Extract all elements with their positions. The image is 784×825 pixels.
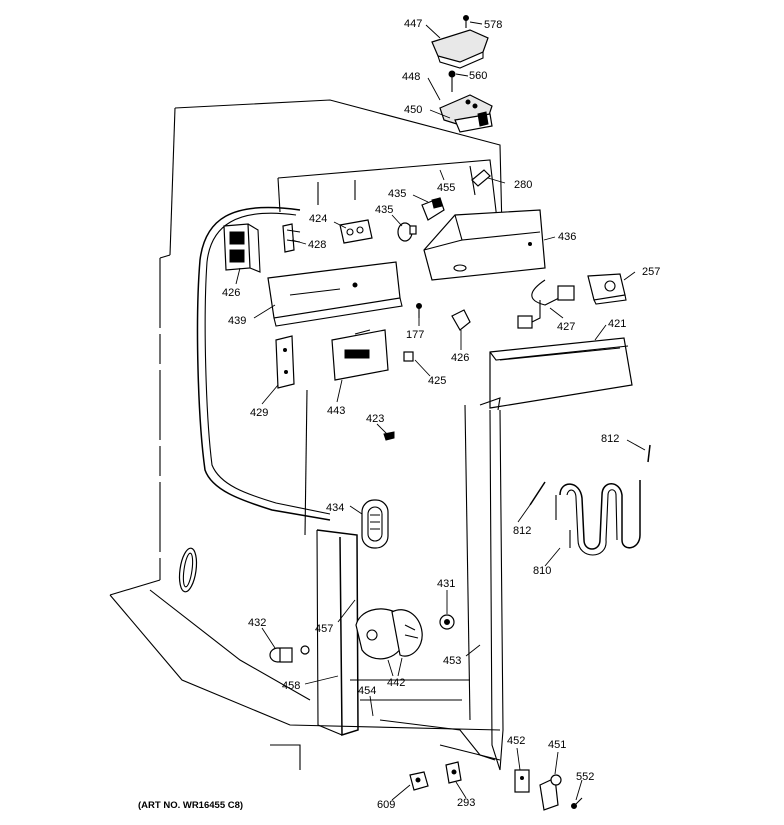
callout-434: 434 [326, 502, 344, 514]
part-435-light-socket [421, 197, 445, 221]
part-429-clamp [275, 335, 295, 389]
callout-458: 458 [282, 680, 300, 692]
callout-426-housing: 426 [222, 287, 240, 299]
callout-436: 436 [558, 231, 576, 243]
part-434-drain-grille [361, 499, 389, 549]
part-423-clip [383, 431, 395, 441]
callout-435-socket: 435 [388, 188, 406, 200]
callout-427: 427 [557, 321, 575, 333]
callout-431: 431 [437, 578, 455, 590]
part-450-hinge [454, 111, 493, 133]
part-810-defrost-heater [555, 480, 641, 556]
callout-552: 552 [576, 771, 594, 783]
part-812-clip-right [647, 444, 651, 463]
callout-428-clip: 428 [308, 239, 326, 251]
part-609-roller [409, 771, 429, 791]
callout-labels: 447 578 448 560 450 455 280 435 435 424 … [222, 18, 660, 811]
part-452-bracket [514, 769, 530, 793]
callout-453: 453 [443, 655, 461, 667]
part-435-light-bulb [397, 222, 417, 242]
part-442-damper-assembly [355, 608, 423, 660]
part-451-hinge-bracket [539, 774, 562, 811]
callout-257: 257 [642, 266, 660, 278]
part-424-thermostat [339, 219, 373, 244]
callout-448: 448 [402, 71, 420, 83]
callout-812-left: 812 [513, 525, 531, 537]
cabinet-liner-outline [109, 99, 504, 771]
part-560-screw [448, 70, 456, 92]
part-443-bracket [331, 329, 389, 381]
callout-293: 293 [457, 797, 475, 809]
callout-452: 452 [507, 735, 525, 747]
callout-450: 450 [404, 104, 422, 116]
callout-280: 280 [514, 179, 532, 191]
callout-454: 454 [358, 685, 376, 697]
callout-421: 421 [608, 318, 626, 330]
part-436-control-housing [423, 209, 546, 281]
part-439-mounting-bracket [267, 261, 403, 327]
callout-177: 177 [406, 329, 424, 341]
callout-442: 442 [387, 677, 405, 689]
part-552-screw [571, 797, 583, 809]
part-428-clip [282, 223, 301, 253]
callout-810: 810 [533, 565, 551, 577]
callout-457: 457 [315, 623, 333, 635]
callout-560: 560 [469, 70, 487, 82]
part-257-defrost-timer [587, 273, 627, 305]
part-578-screw [463, 15, 469, 28]
callout-426-mount: 426 [451, 352, 469, 364]
art-number: (ART NO. WR16455 C8) [138, 800, 243, 811]
part-425-clip [403, 351, 414, 362]
part-280-pin [471, 169, 491, 187]
callout-424: 424 [309, 213, 327, 225]
callout-447: 447 [404, 18, 422, 30]
callout-455: 455 [437, 182, 455, 194]
part-426-receptacle-housing [223, 223, 261, 273]
part-421-cover-panel [479, 337, 633, 411]
part-177-screw [416, 303, 422, 318]
part-293-roller [445, 761, 462, 784]
part-432-plug [269, 645, 310, 663]
callout-443: 443 [327, 405, 345, 417]
callout-429: 429 [250, 407, 268, 419]
part-447-cover [431, 29, 489, 69]
part-812-clip-left [529, 481, 546, 506]
callout-435-bulb: 435 [375, 204, 393, 216]
callout-812-right: 812 [601, 433, 619, 445]
callout-432: 432 [248, 617, 266, 629]
leader-lines [235, 21, 646, 801]
part-427-wire-harness [517, 279, 575, 329]
part-426-mount [451, 309, 471, 331]
callout-439: 439 [228, 315, 246, 327]
callout-578: 578 [484, 19, 502, 31]
callout-451: 451 [548, 739, 566, 751]
callout-425: 425 [428, 375, 446, 387]
part-431-grommet [439, 614, 455, 630]
callout-423: 423 [366, 413, 384, 425]
callout-609: 609 [377, 799, 395, 811]
